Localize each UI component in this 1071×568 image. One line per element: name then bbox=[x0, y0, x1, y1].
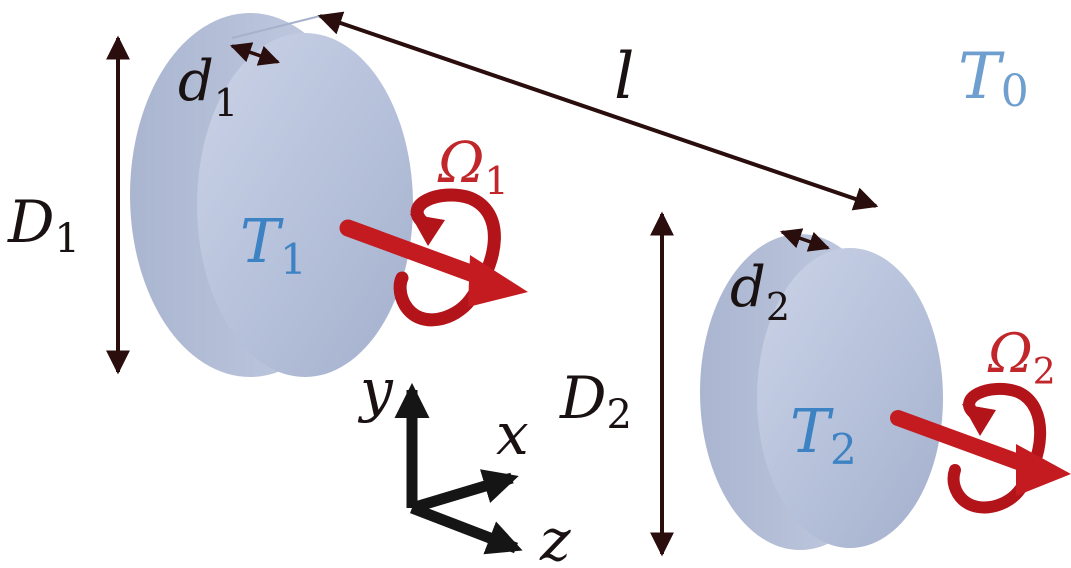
label-D2: D2 bbox=[559, 364, 632, 438]
label-Omega2: Ω2 bbox=[987, 322, 1056, 393]
distance-arrow bbox=[317, 11, 879, 211]
disk-2-face bbox=[757, 248, 943, 548]
label-d1: d1 bbox=[178, 49, 238, 125]
label-axis-x: x bbox=[496, 400, 529, 468]
label-D1: D1 bbox=[7, 188, 80, 262]
label-axis-z: z bbox=[539, 506, 571, 568]
label-T1: T1 bbox=[240, 207, 307, 284]
rotation-arrow-icon bbox=[339, 188, 528, 327]
disk-2 bbox=[700, 234, 943, 550]
label-Omega1: Ω1 bbox=[437, 131, 509, 203]
thickness-2-arrow bbox=[780, 228, 830, 252]
x-axis-arrow bbox=[410, 469, 519, 514]
label-l: l bbox=[614, 40, 634, 114]
spin-axis-1-arrowhead bbox=[468, 255, 528, 307]
disk-1 bbox=[130, 13, 413, 377]
rotation-arrow-icon bbox=[890, 382, 1071, 514]
label-T0: T0 bbox=[958, 40, 1029, 117]
spin-axis-2-arrowhead bbox=[1016, 444, 1071, 496]
label-T2: T2 bbox=[790, 397, 857, 474]
label-d2: d2 bbox=[730, 255, 790, 329]
coordinate-axes-icon bbox=[394, 382, 523, 555]
label-axis-y: y bbox=[357, 356, 394, 424]
z-axis-arrow bbox=[410, 502, 523, 555]
thickness-1-arrow bbox=[230, 42, 280, 66]
